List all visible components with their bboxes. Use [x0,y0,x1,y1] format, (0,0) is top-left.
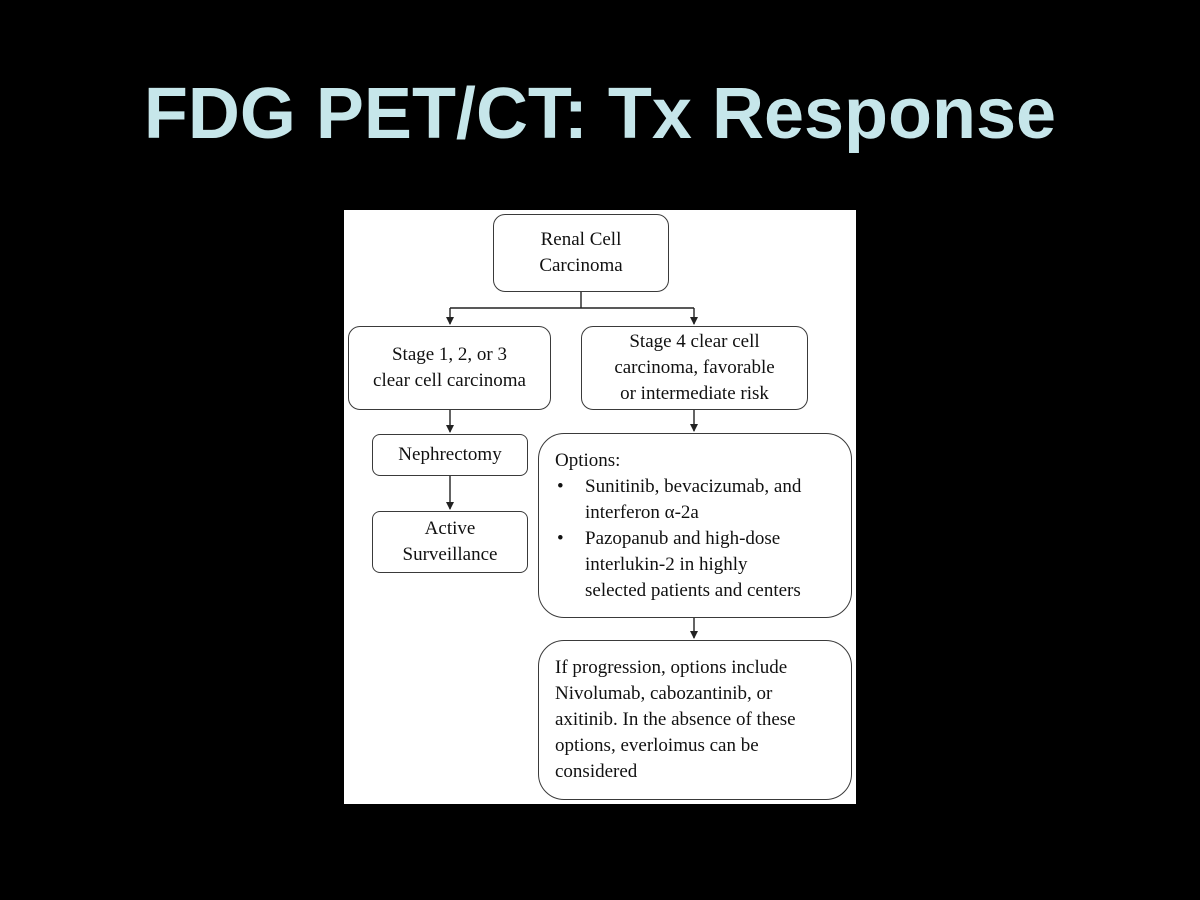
option-text-line: interlukin-2 in highly [585,554,748,575]
options-list-item: • Pazopanub and high-dose interlukin-2 i… [555,526,851,604]
surveillance-line: Active [424,518,476,539]
option-text-line: Sunitinib, bevacizumab, and [585,476,802,497]
right-stage-node: Stage 4 clear cell carcinoma, favorable … [581,326,808,410]
root-node-line: Renal Cell [540,229,622,250]
option-text-line: Pazopanub and high-dose [585,528,781,549]
bullet-marker: • [557,476,564,497]
surveillance-line: Surveillance [402,544,498,565]
progression-line: considered [555,761,638,782]
options-node: Options: • Sunitinib, bevacizumab, and i… [538,433,852,618]
left-stage-line: clear cell carcinoma [373,370,526,391]
progression-line: options, everloimus can be [555,735,759,756]
progression-line: Nivolumab, cabozantinib, or [555,683,773,704]
left-stage-node: Stage 1, 2, or 3 clear cell carcinoma [348,326,551,410]
progression-node: If progression, options include Nivoluma… [538,640,852,800]
flowchart-connectors [446,292,698,639]
right-stage-line: carcinoma, favorable [614,357,775,378]
option-text-line: interferon α-2a [585,502,699,523]
surveillance-node: Active Surveillance [372,511,528,573]
options-list-item: • Sunitinib, bevacizumab, and interferon… [555,474,851,526]
flowchart-panel: Renal Cell Carcinoma Stage 1, 2, or 3 cl… [344,210,856,804]
nephrectomy-node: Nephrectomy [372,434,528,476]
progression-line: axitinib. In the absence of these [555,709,796,730]
options-list: • Sunitinib, bevacizumab, and interferon… [555,474,851,604]
slide-title: FDG PET/CT: Tx Response [143,74,1057,154]
right-stage-line: Stage 4 clear cell [629,331,760,352]
nephrectomy-line: Nephrectomy [398,444,502,465]
root-node: Renal Cell Carcinoma [493,214,669,292]
options-heading: Options: [555,450,621,471]
bullet-marker: • [557,528,564,549]
progression-line: If progression, options include [555,657,788,678]
right-stage-line: or intermediate risk [620,383,769,404]
left-stage-line: Stage 1, 2, or 3 [391,344,508,365]
option-text-line: selected patients and centers [585,580,801,601]
root-node-line: Carcinoma [539,255,623,276]
